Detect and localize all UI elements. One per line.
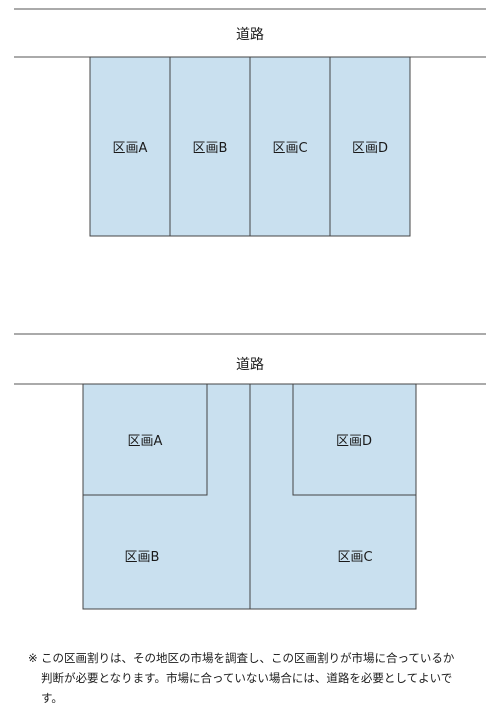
note-text-3: す。 xyxy=(41,691,63,705)
lot-b xyxy=(169,56,251,237)
note-text-1: この区画割りは、その地区の市場を調査し、この区画割りが市場に合っているか xyxy=(41,651,455,665)
layout-2: 道路 区画A 区画D 区画B 区画C xyxy=(14,333,486,610)
lot-c-label: 区画C xyxy=(272,141,307,156)
lot-d-boundary xyxy=(292,384,416,496)
footnote-line-1: ※この区画割りは、その地区の市場を調査し、この区画割りが市場に合っているか xyxy=(28,648,490,668)
lot-c xyxy=(249,56,331,237)
lot-a-boundary xyxy=(83,384,208,496)
note-mark: ※ xyxy=(28,651,38,665)
lot-a xyxy=(89,56,171,237)
lot-b-label: 区画B xyxy=(193,141,228,156)
footnote: ※この区画割りは、その地区の市場を調査し、この区画割りが市場に合っているか 判断… xyxy=(28,648,490,708)
lot-b-label: 区画B xyxy=(125,550,160,565)
layout-1: 道路 区画A 区画B 区画C 区画D xyxy=(14,8,486,237)
lot-d-label: 区画D xyxy=(336,434,372,449)
road-label: 道路 xyxy=(236,357,264,373)
lot-c-label: 区画C xyxy=(337,550,372,565)
lot-d xyxy=(329,56,411,237)
lot-a-label: 区画A xyxy=(128,434,163,449)
note-text-2: 判断が必要となります。市場に合っていない場合には、道路を必要としてよいで xyxy=(41,671,453,685)
lot-d-label: 区画D xyxy=(352,141,388,156)
road-label: 道路 xyxy=(236,27,264,43)
lot-a-label: 区画A xyxy=(113,141,148,156)
